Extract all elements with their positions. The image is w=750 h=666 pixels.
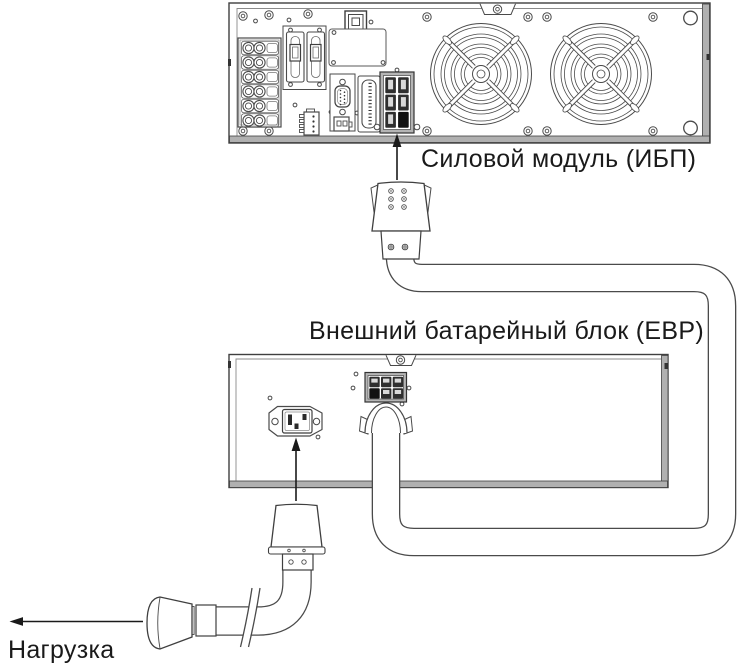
ebp-rear-panel — [228, 353, 669, 489]
battery-cable — [371, 250, 737, 557]
iec-power-plug — [267, 503, 326, 571]
option-card-slot — [328, 28, 387, 67]
up-arrow-to-iec-inlet — [291, 437, 301, 501]
cable-strain-relief-loop — [358, 402, 414, 435]
ebp-label: Внешний батарейный блок (EBP) — [309, 317, 704, 345]
breaker-toggle — [309, 43, 322, 62]
ebp-battery-connector — [364, 371, 408, 403]
ups-battery-plug — [370, 181, 432, 260]
left-arrow-to-load — [9, 617, 143, 626]
signal-connector-4pin — [299, 108, 320, 136]
ebp-bottom-edge — [229, 480, 668, 488]
up-arrow-to-ups-connector — [392, 133, 402, 180]
circuit-breakers — [282, 25, 327, 90]
input-output-terminal-block — [237, 37, 282, 128]
iec-inlet — [268, 405, 323, 437]
load-label: Нагрузка — [8, 636, 115, 664]
ups-right-edge — [702, 3, 710, 143]
ups-battery-connector — [373, 67, 421, 134]
epo-connector — [333, 116, 353, 132]
mounting-hole — [683, 10, 698, 26]
parallel-port-db25 — [357, 75, 381, 133]
ebp-right-edge — [661, 355, 669, 488]
load-plug — [146, 596, 217, 650]
mounting-hole — [683, 120, 698, 136]
ups-label: Силовой модуль (ИБП) — [421, 145, 697, 173]
serial-port-db9 — [329, 73, 356, 132]
ups-bottom-edge — [229, 135, 710, 143]
cable-break-mark — [239, 587, 261, 648]
ups-rear-panel — [228, 2, 711, 144]
iec-plug-cable — [215, 568, 312, 636]
breaker-toggle — [289, 43, 302, 62]
